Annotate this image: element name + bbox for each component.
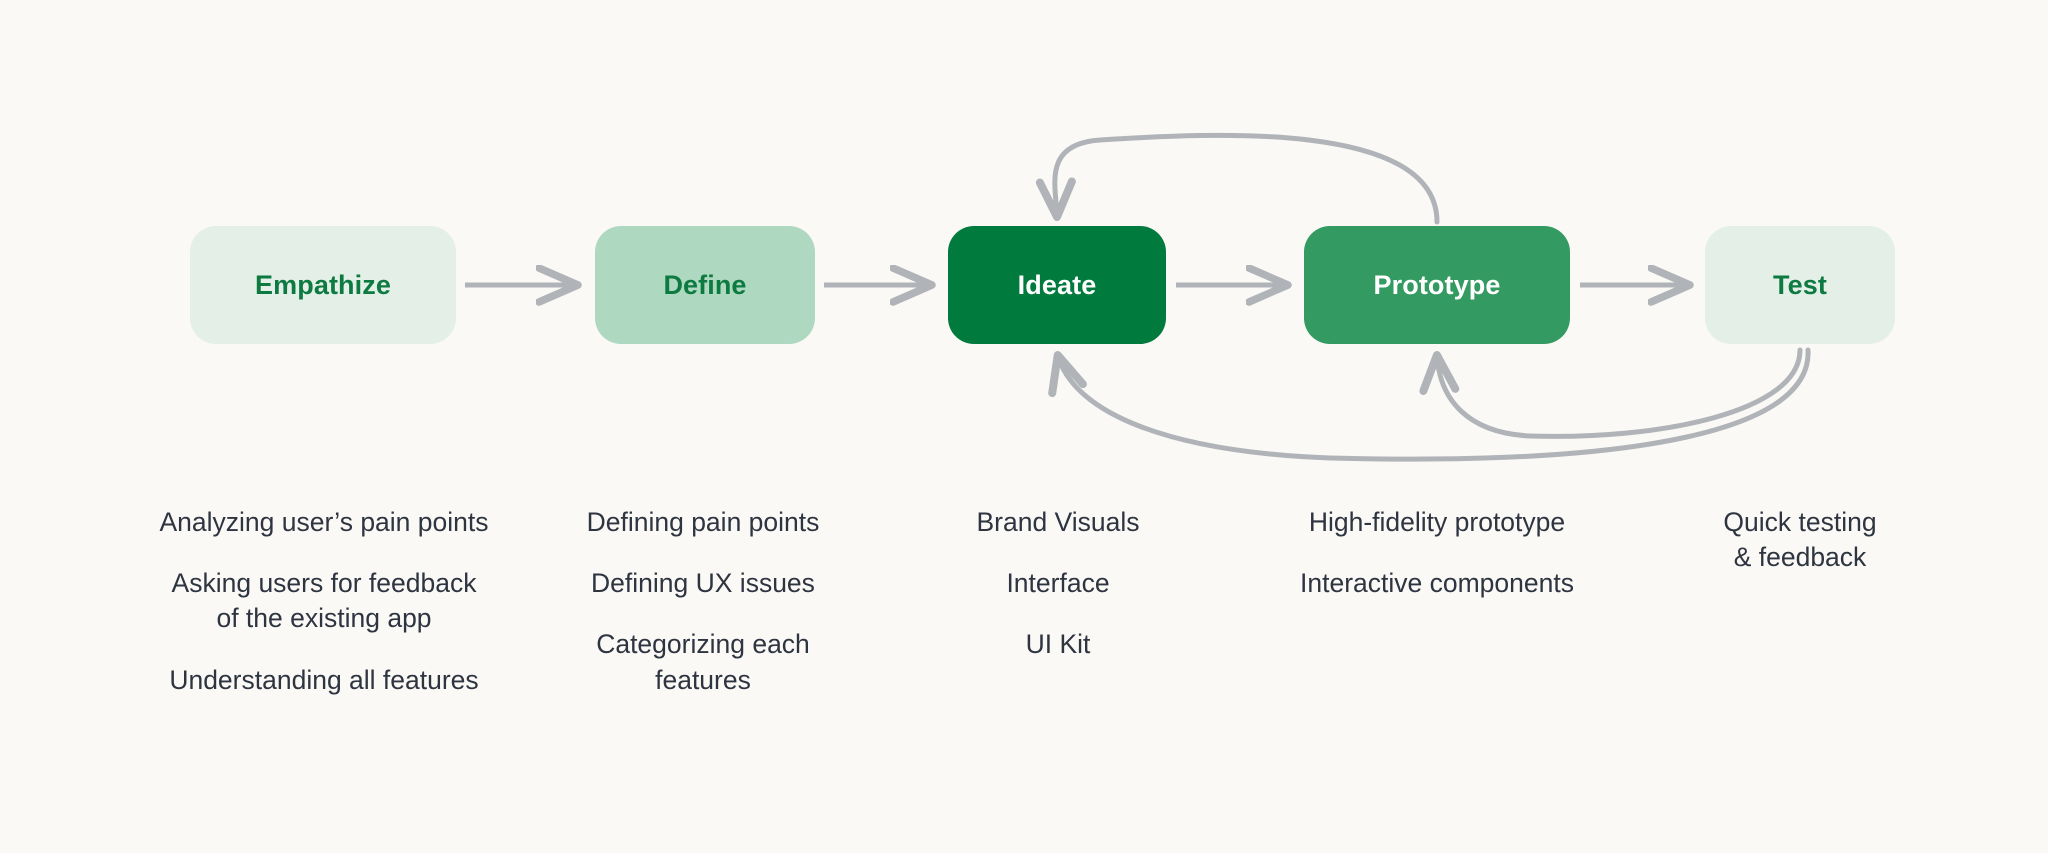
arrow-test-to-ideate-bottom <box>1048 347 1811 462</box>
detail-item: Brand Visuals <box>976 507 1140 537</box>
detail-column-test: Quick testing & feedback <box>1590 505 2010 575</box>
detail-item: Defining UX issues <box>591 568 815 599</box>
detail-item: High-fidelity prototype <box>1308 507 1566 537</box>
stage-box-define[interactable]: Define <box>595 226 815 344</box>
arrow-prototype-to-ideate-top <box>1035 132 1440 225</box>
arrow-test-to-prototype-bottom <box>1419 347 1803 439</box>
detail-item: Asking users for feedback of the existin… <box>171 568 477 634</box>
detail-item: Quick testing & feedback <box>1723 507 1877 573</box>
stage-box-ideate[interactable]: Ideate <box>948 226 1166 344</box>
stage-label-prototype: Prototype <box>1373 269 1501 300</box>
stage-label-ideate: Ideate <box>1017 269 1097 300</box>
detail-item: Understanding all features <box>169 664 479 695</box>
detail-item: Analyzing user’s pain points <box>159 507 489 537</box>
detail-item: Categorizing each features <box>596 629 810 695</box>
stage-box-test[interactable]: Test <box>1705 226 1895 344</box>
detail-item: Defining pain points <box>586 507 820 537</box>
stage-label-empathize: Empathize <box>255 269 391 300</box>
stage-label-test: Test <box>1773 269 1827 300</box>
detail-item: Interface <box>1006 568 1110 599</box>
detail-item: UI Kit <box>1025 629 1091 660</box>
detail-item: Interactive components <box>1300 568 1574 599</box>
stage-label-define: Define <box>663 269 747 300</box>
stage-box-prototype[interactable]: Prototype <box>1304 226 1570 344</box>
stage-box-empathize[interactable]: Empathize <box>190 226 456 344</box>
